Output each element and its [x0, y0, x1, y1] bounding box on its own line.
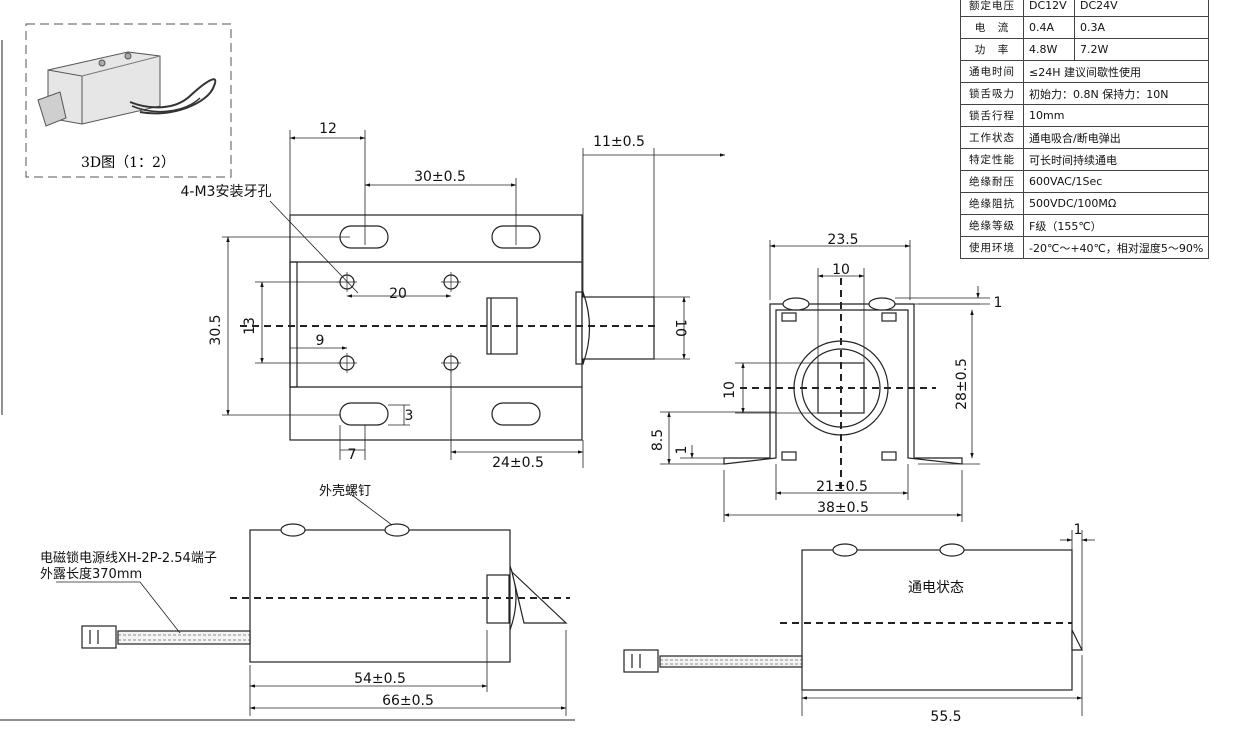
spec-name: 功 率 [960, 38, 1024, 61]
dim-21-0-5: 21±0.5 [816, 479, 868, 495]
spec-value: 7.2W [1073, 38, 1210, 61]
spec-value: 0.4A [1023, 16, 1075, 39]
spec-name: 绝缘阻抗 [960, 192, 1024, 215]
dim-11-0-5: 11±0.5 [593, 134, 645, 150]
spec-row: 通电时间≤24H 建议间歇性使用 [960, 60, 1210, 83]
label-power-cable-line1: 电磁锁电源线XH-2P-2.54端子 [40, 550, 217, 566]
front-view [660, 240, 990, 522]
dim-1-side: 1 [1074, 522, 1083, 538]
dim-54-0-5: 54±0.5 [354, 671, 406, 687]
top-view-dimension-labels: 12 30±0.5 11±0.5 4-M3安装牙孔 20 30.5 13 9 1… [181, 121, 688, 471]
spec-name: 锁舌吸力 [960, 82, 1024, 105]
spec-name: 锁舌行程 [960, 104, 1024, 127]
spec-name: 工作状态 [960, 126, 1024, 149]
side-view-labels: 外壳螺钉 电磁锁电源线XH-2P-2.54端子 外露长度370mm 54±0.5… [40, 484, 434, 709]
spec-value: ≤24H 建议间歇性使用 [1022, 60, 1210, 83]
spec-value: F级（155℃） [1022, 214, 1210, 237]
dim-10-top: 10 [832, 262, 850, 278]
spec-row: 工作状态通电吸合/断电弹出 [960, 126, 1210, 149]
spec-value: 初始力：0.8N 保持力：10N [1022, 82, 1210, 105]
dim-12: 12 [319, 121, 337, 137]
label-powered-state: 通电状态 [908, 580, 964, 596]
dim-3: 3 [405, 408, 414, 424]
dim-30-5: 30.5 [208, 314, 224, 345]
spec-value: DC12V [1023, 0, 1075, 17]
dim-24-0-5: 24±0.5 [492, 455, 544, 471]
spec-value: 10mm [1022, 104, 1210, 127]
spec-name: 使用环境 [960, 236, 1024, 259]
spec-name: 特定性能 [960, 148, 1024, 171]
side-view-powered [623, 530, 1095, 716]
spec-value: 500VDC/100MΩ [1022, 192, 1210, 215]
view-3d-caption: 3D图（1：2） [81, 155, 175, 171]
front-view-dimension-labels: 23.5 10 1 28±0.5 10 8.5 1 21±0.5 38±0.5 [650, 232, 1002, 516]
spec-name: 绝缘等级 [960, 214, 1024, 237]
dim-9: 9 [316, 333, 325, 349]
dim-30-0-5: 30±0.5 [414, 169, 466, 185]
dim-10: 10 [672, 319, 688, 337]
dim-8-5: 8.5 [650, 429, 666, 451]
dim-38-0-5: 38±0.5 [817, 500, 869, 516]
spec-row: 锁舌吸力初始力：0.8N 保持力：10N [960, 82, 1210, 105]
spec-name: 通电时间 [960, 60, 1024, 83]
dim-7: 7 [348, 447, 357, 463]
dim-1-top: 1 [994, 295, 1003, 311]
spec-name: 额定电压 [960, 0, 1024, 17]
side-view [56, 494, 570, 716]
spec-name: 绝缘耐压 [960, 170, 1024, 193]
dim-10-left: 10 [722, 381, 738, 399]
solenoid-3d-image [37, 51, 217, 127]
spec-row: 特定性能可长时间持续通电 [960, 148, 1210, 171]
spec-value: 0.3A [1073, 16, 1210, 39]
label-power-cable-line2: 外露长度370mm [40, 566, 142, 582]
dim-23-5: 23.5 [827, 232, 858, 248]
spec-value: 可长时间持续通电 [1022, 148, 1210, 171]
top-view [222, 130, 726, 468]
spec-value: 600VAC/1Sec [1022, 170, 1210, 193]
spec-value: DC24V [1073, 0, 1210, 17]
spec-name: 电 流 [960, 16, 1024, 39]
dim-13: 13 [242, 317, 258, 335]
dim-28-0-5: 28±0.5 [954, 358, 970, 410]
spec-row: 使用环境-20℃～+40℃，相对湿度5～90% [960, 236, 1210, 259]
dim-66-0-5: 66±0.5 [382, 693, 434, 709]
dim-1-left: 1 [674, 446, 690, 455]
spec-value: 4.8W [1023, 38, 1075, 61]
spec-value: -20℃～+40℃，相对湿度5～90% [1022, 236, 1210, 259]
side-view-powered-labels: 通电状态 1 55.5 [908, 522, 1082, 725]
dim-20: 20 [389, 286, 407, 302]
view-3d: 3D图（1：2） [25, 23, 232, 178]
label-shell-screw: 外壳螺钉 [319, 484, 371, 499]
label-mounting-holes: 4-M3安装牙孔 [181, 184, 272, 200]
spec-value: 通电吸合/断电弹出 [1022, 126, 1210, 149]
dim-55-5: 55.5 [930, 709, 961, 725]
